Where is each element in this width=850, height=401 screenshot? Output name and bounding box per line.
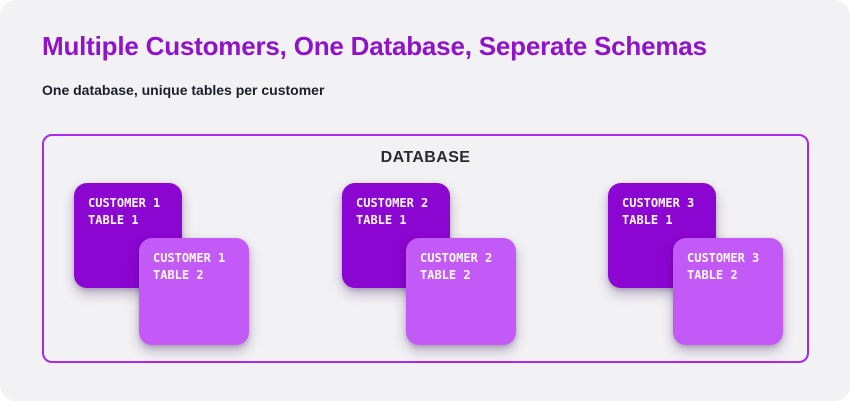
card-line-table: TABLE 1 (356, 213, 407, 227)
card-line-customer: CUSTOMER 1 (88, 196, 161, 210)
card-line-table: TABLE 2 (420, 268, 471, 282)
card-customer2-table2: CUSTOMER 2 TABLE 2 (406, 238, 516, 345)
card-customer1-table1: CUSTOMER 1 TABLE 1 (74, 183, 182, 288)
card-line-customer: CUSTOMER 2 (420, 251, 493, 265)
card-customer3-table2: CUSTOMER 3 TABLE 2 (673, 238, 783, 345)
card-line-customer: CUSTOMER 3 (622, 196, 695, 210)
page-subtitle: One database, unique tables per customer (42, 82, 325, 98)
card-customer1-table2: CUSTOMER 1 TABLE 2 (139, 238, 249, 345)
page-title: Multiple Customers, One Database, Sepera… (42, 31, 707, 61)
card-line-table: TABLE 1 (622, 213, 673, 227)
card-line-customer: CUSTOMER 3 (687, 251, 760, 265)
card-line-customer: CUSTOMER 1 (153, 251, 226, 265)
card-line-customer: CUSTOMER 2 (356, 196, 429, 210)
database-box: DATABASE CUSTOMER 1 TABLE 1 CUSTOMER 1 T… (42, 134, 809, 363)
card-line-table: TABLE 1 (88, 213, 139, 227)
card-line-table: TABLE 2 (687, 268, 738, 282)
database-label: DATABASE (380, 149, 471, 166)
card-line-table: TABLE 2 (153, 268, 204, 282)
